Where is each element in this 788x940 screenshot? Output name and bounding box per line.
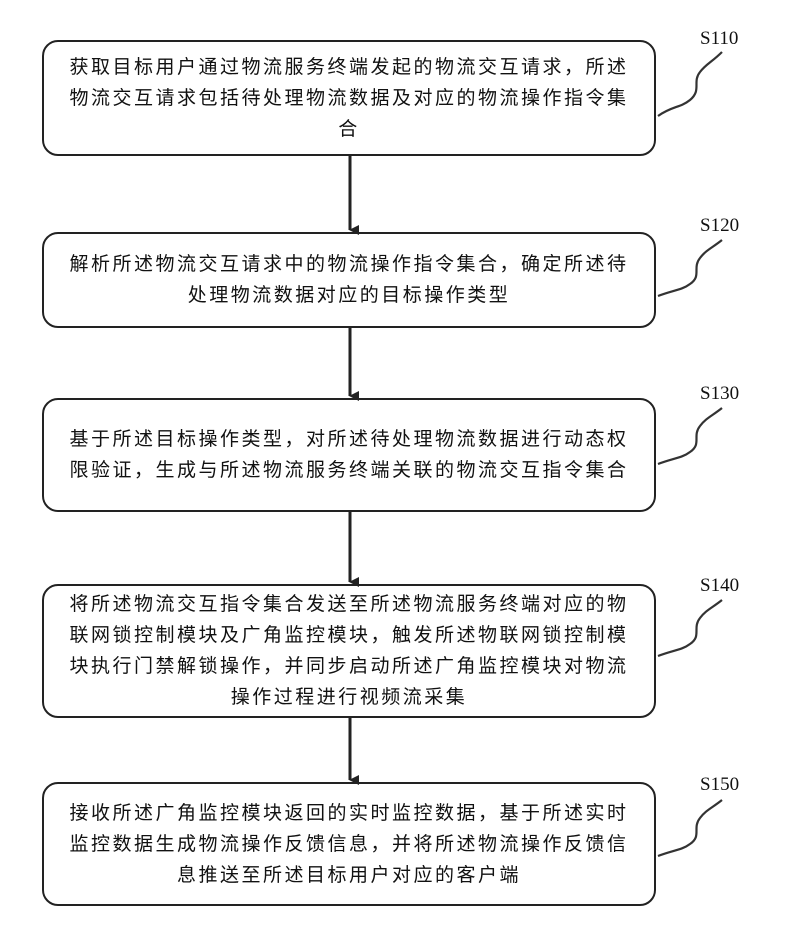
step-label-s110: S110 bbox=[700, 28, 738, 50]
step-label-s140: S140 bbox=[700, 575, 739, 597]
step-label-s130: S130 bbox=[700, 383, 739, 405]
step-box-s140: 将所述物流交互指令集合发送至所述物流服务终端对应的物联网锁控制模块及广角监控模块… bbox=[42, 584, 656, 718]
leader-line-s110 bbox=[658, 52, 722, 116]
step-box-s120: 解析所述物流交互请求中的物流操作指令集合，确定所述待处理物流数据对应的目标操作类… bbox=[42, 232, 656, 328]
step-label-s150: S150 bbox=[700, 774, 739, 796]
step-label-s120: S120 bbox=[700, 215, 739, 237]
step-box-s130: 基于所述目标操作类型，对所述待处理物流数据进行动态权限验证，生成与所述物流服务终… bbox=[42, 398, 656, 512]
step-text-s150: 接收所述广角监控模块返回的实时监控数据，基于所述实时监控数据生成物流操作反馈信息… bbox=[62, 798, 636, 891]
leader-line-s140 bbox=[658, 600, 722, 656]
step-text-s140: 将所述物流交互指令集合发送至所述物流服务终端对应的物联网锁控制模块及广角监控模块… bbox=[62, 589, 636, 713]
step-text-s110: 获取目标用户通过物流服务终端发起的物流交互请求，所述物流交互请求包括待处理物流数… bbox=[62, 52, 636, 145]
step-text-s120: 解析所述物流交互请求中的物流操作指令集合，确定所述待处理物流数据对应的目标操作类… bbox=[62, 249, 636, 311]
leader-line-s120 bbox=[658, 240, 722, 296]
step-text-s130: 基于所述目标操作类型，对所述待处理物流数据进行动态权限验证，生成与所述物流服务终… bbox=[62, 424, 636, 486]
step-box-s110: 获取目标用户通过物流服务终端发起的物流交互请求，所述物流交互请求包括待处理物流数… bbox=[42, 40, 656, 156]
leader-line-s150 bbox=[658, 800, 722, 856]
leader-line-s130 bbox=[658, 408, 722, 464]
step-box-s150: 接收所述广角监控模块返回的实时监控数据，基于所述实时监控数据生成物流操作反馈信息… bbox=[42, 782, 656, 906]
